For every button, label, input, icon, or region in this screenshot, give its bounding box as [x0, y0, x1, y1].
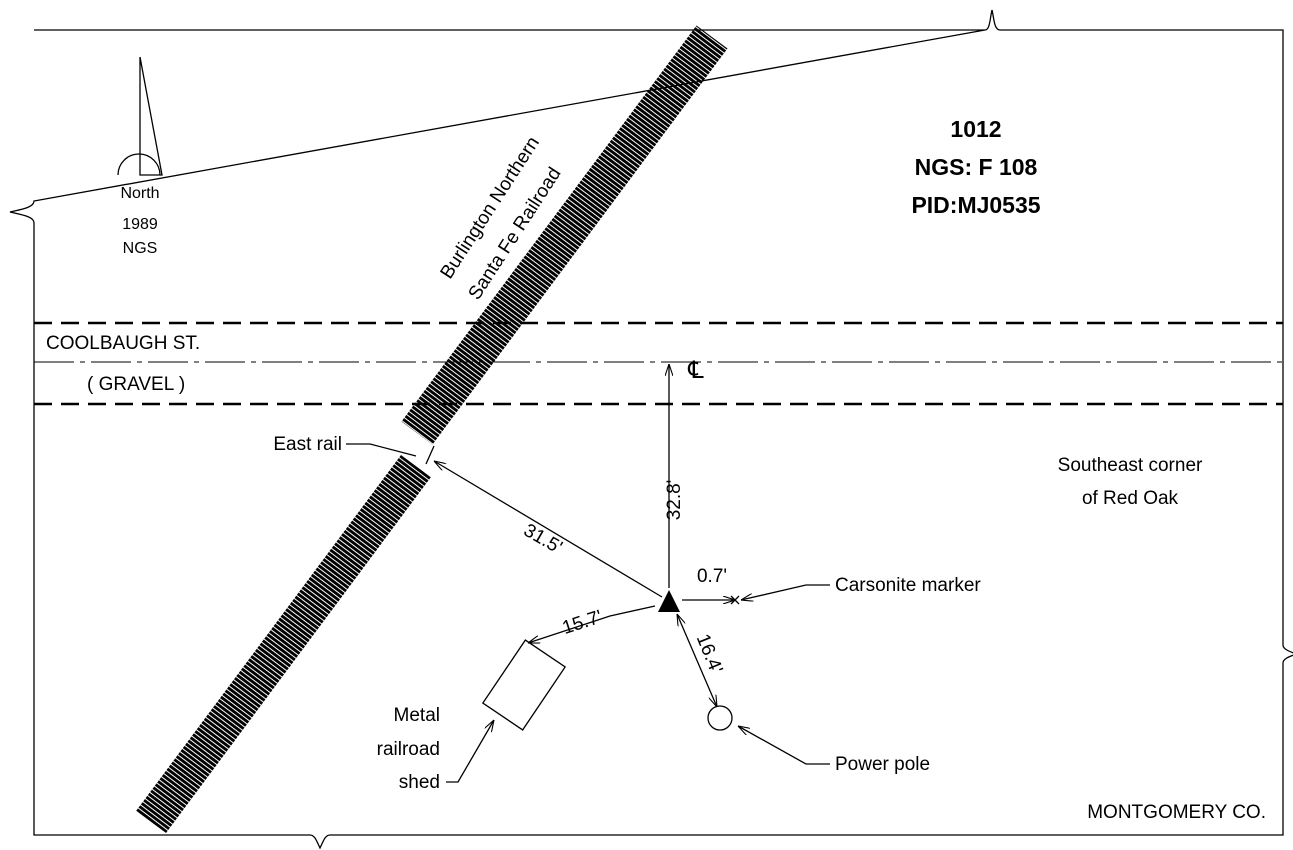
station-pid: PID:MJ0535 [911, 192, 1040, 218]
power-pole-dimension [677, 614, 717, 707]
east-rail-label: East rail [273, 434, 342, 455]
shed-label-line3: shed [399, 772, 440, 793]
carsonite-label: Carsonite marker [835, 575, 981, 596]
map-border [9, 9, 1293, 850]
station-ngs-designation: NGS: F 108 [915, 154, 1038, 180]
power-pole-symbol [707, 705, 733, 731]
power-pole-leader [738, 726, 830, 765]
shed-label-line2: railroad [377, 739, 440, 760]
distance-to-carsonite: 0.7' [697, 566, 727, 587]
street-surface: ( GRAVEL ) [87, 374, 185, 395]
distance-to-centerline: 32.8' [664, 480, 685, 521]
railroad-track [136, 25, 728, 833]
metal-railroad-shed [481, 639, 567, 731]
street-name: COOLBAUGH ST. [46, 333, 200, 354]
north-label: North [120, 185, 159, 202]
county-label: MONTGOMERY CO. [1087, 802, 1266, 823]
distance-to-power-pole: 16.4' [692, 631, 727, 677]
shed-leader [446, 720, 494, 783]
power-pole-label: Power pole [835, 754, 930, 775]
east-rail-tick [425, 445, 435, 465]
se-corner-label-line2: of Red Oak [1082, 488, 1179, 509]
centerline-symbol: ℄ [687, 357, 704, 384]
se-corner-label-line1: Southeast corner [1058, 455, 1203, 476]
carsonite-marker-symbol [730, 595, 740, 605]
station-mark-triangle [658, 590, 680, 612]
east-rail-leader [346, 443, 417, 457]
station-number: 1012 [950, 116, 1001, 142]
north-year: 1989 [122, 216, 158, 233]
north-arrow [117, 56, 163, 176]
street-lines [34, 321, 1283, 406]
shed-label-line1: Metal [394, 705, 440, 726]
carsonite-leader [741, 584, 830, 600]
distance-to-shed: 15.7' [560, 607, 605, 640]
north-agency: NGS [123, 240, 158, 257]
east-rail-dimension [434, 461, 663, 598]
shed-dimension [528, 605, 656, 644]
